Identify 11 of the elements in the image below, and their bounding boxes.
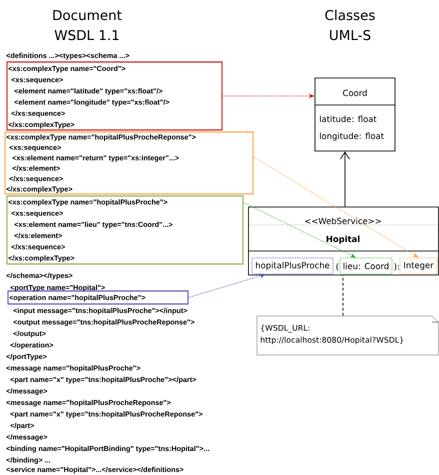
operation-part: lieu: Coord — [340, 258, 392, 274]
arrow — [340, 151, 350, 207]
heading: Document — [53, 10, 122, 20]
operation-part: hopitalPlusProche — [252, 258, 334, 274]
punctuation: ): — [394, 263, 399, 271]
punctuation: ( — [336, 263, 338, 271]
operation-part: Integer — [400, 258, 438, 274]
heading: UML-S — [330, 30, 370, 40]
class-box: Coord latitude: float longitude: float — [314, 78, 396, 152]
heading: Classes — [325, 10, 375, 20]
heading: WSDL 1.1 — [54, 30, 119, 40]
